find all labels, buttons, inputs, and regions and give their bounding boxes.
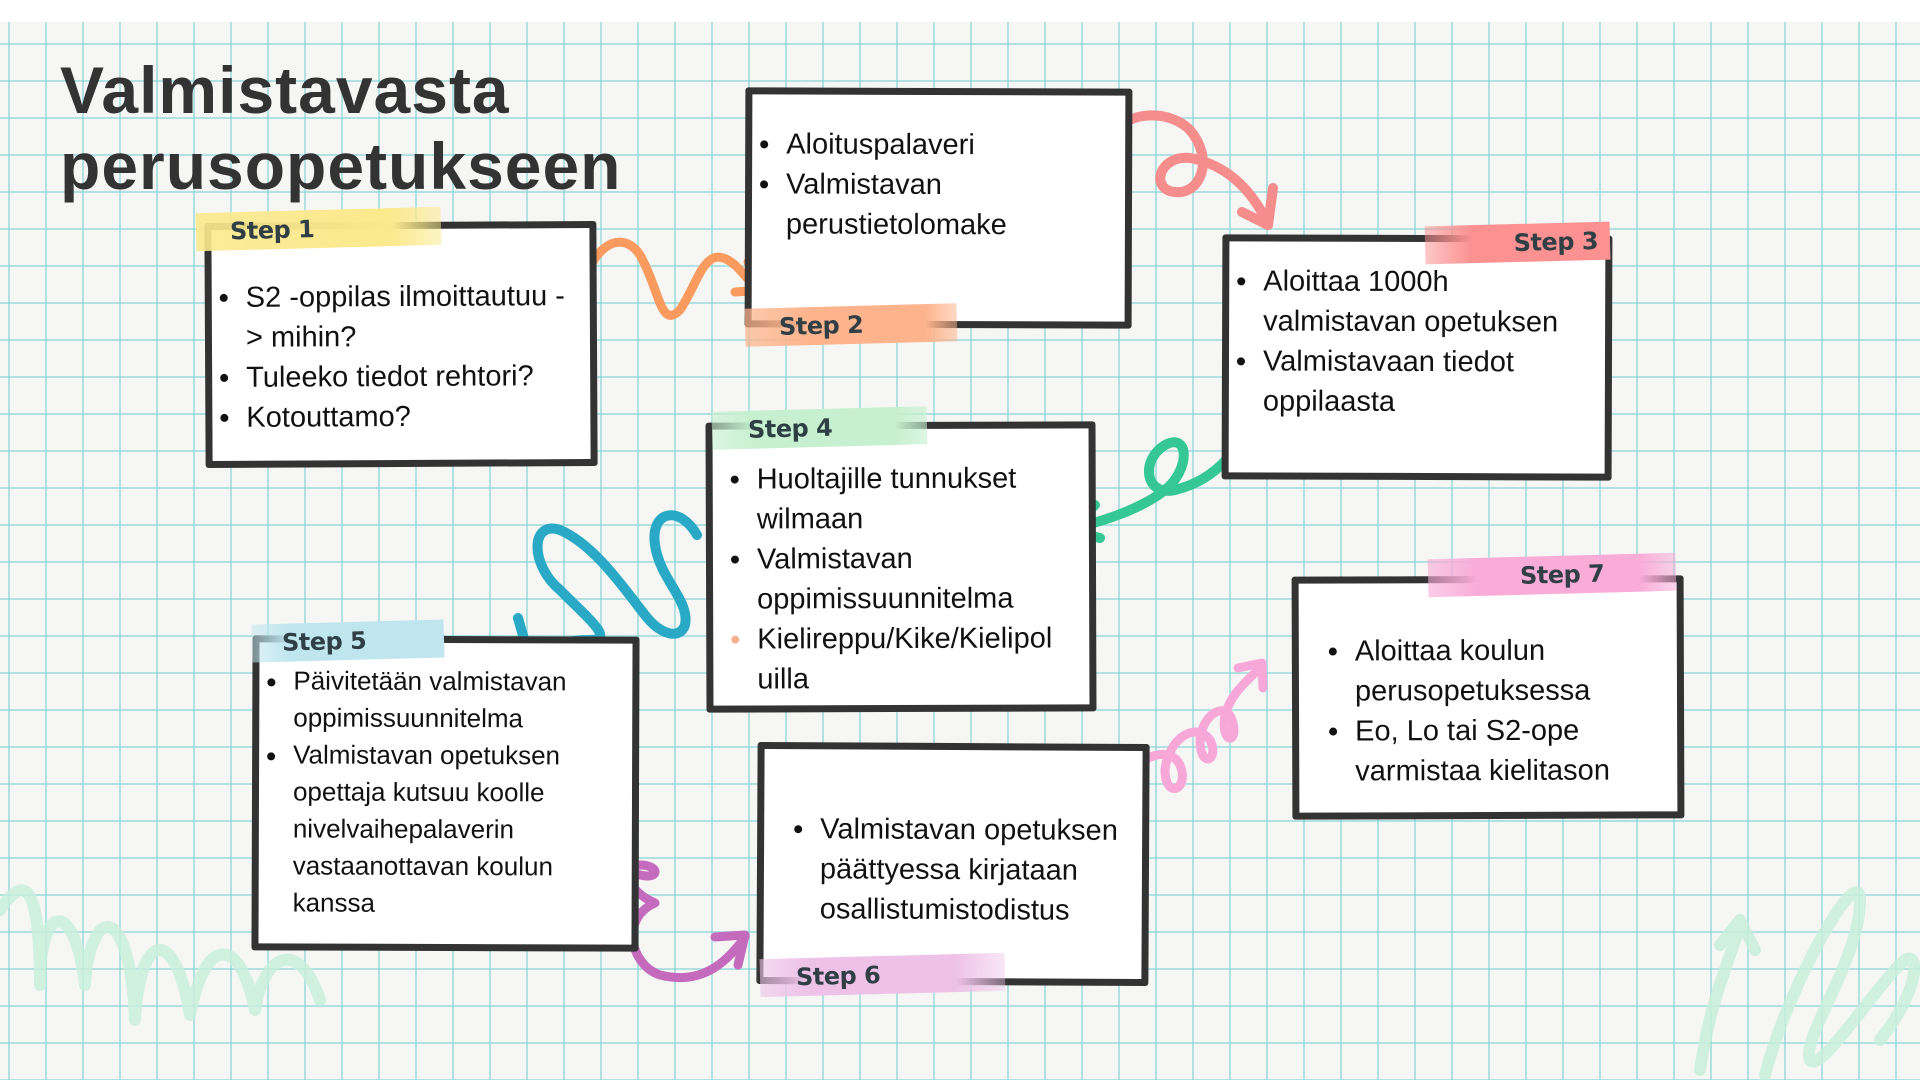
list-item: Huoltajille tunnukset wilmaan [757, 458, 1089, 539]
list-item: Valmistavan perustietolomake [786, 164, 1125, 245]
list-item: Valmistavan opetuksen opettaja kutsuu ko… [293, 736, 633, 922]
step-6-card: Valmistavan opetuksen päättyessa kirjata… [756, 741, 1150, 987]
step-4-list: Huoltajille tunnukset wilmaan Valmistava… [713, 458, 1090, 699]
step-6-list: Valmistavan opetuksen päättyessa kirjata… [764, 809, 1143, 931]
step-5-card: Päivitetään valmistavan oppimissuunnitel… [251, 635, 640, 952]
step-7-label: Step 7 [1427, 552, 1677, 598]
step-2-list: Aloituspalaveri Valmistavan perustietolo… [752, 124, 1125, 245]
step-7-card: Aloittaa koulun perusopetuksessa Eo, Lo … [1291, 575, 1685, 820]
step-2-card: Aloituspalaveri Valmistavan perustietolo… [744, 87, 1133, 329]
list-item: Eo, Lo tai S2-ope varmistaa kielitason [1355, 710, 1677, 791]
list-item: S2 -oppilas ilmoittautuu -> mihin? [246, 276, 590, 358]
list-item: Tuleeko tiedot rehtori? [246, 356, 590, 398]
step-4-label: Step 4 [711, 406, 928, 450]
step-4-card: Huoltajille tunnukset wilmaan Valmistava… [705, 421, 1097, 713]
page-title: Valmistavasta perusopetukseen [60, 52, 622, 204]
step-1-label: Step 1 [195, 206, 442, 252]
list-item: Aloituspalaveri [786, 124, 1125, 165]
list-item: Kotouttamo? [246, 396, 590, 438]
step-3-card: Aloittaa 1000h valmistavan opetuksen Val… [1221, 234, 1613, 481]
step-6-label: Step 6 [759, 952, 1006, 998]
top-white-band [0, 0, 1920, 22]
step-1-card: S2 -oppilas ilmoittautuu -> mihin? Tulee… [204, 220, 598, 469]
list-item: Valmistavan opetuksen päättyessa kirjata… [820, 809, 1143, 931]
step-7-list: Aloittaa koulun perusopetuksessa Eo, Lo … [1299, 630, 1678, 791]
step-5-list: Päivitetään valmistavan oppimissuunnitel… [259, 662, 633, 922]
step-3-list: Aloittaa 1000h valmistavan opetuksen Val… [1229, 261, 1606, 422]
step-3-label: Step 3 [1424, 221, 1611, 265]
step-5-label: Step 5 [251, 619, 445, 663]
title-line-1: Valmistavasta [60, 53, 510, 127]
title-line-2: perusopetukseen [60, 129, 622, 203]
list-item: Aloittaa 1000h valmistavan opetuksen [1263, 261, 1605, 342]
list-item: Aloittaa koulun perusopetuksessa [1355, 630, 1677, 711]
list-item: Valmistavan oppimissuunnitelma [757, 538, 1089, 619]
list-item: Kielireppu/Kike/Kielipol uilla [757, 618, 1089, 699]
list-item: Valmistavaan tiedot oppilaasta [1263, 341, 1605, 422]
step-1-list: S2 -oppilas ilmoittautuu -> mihin? Tulee… [212, 276, 591, 438]
step-2-label: Step 2 [744, 303, 958, 347]
list-item: Päivitetään valmistavan oppimissuunnitel… [293, 662, 632, 737]
